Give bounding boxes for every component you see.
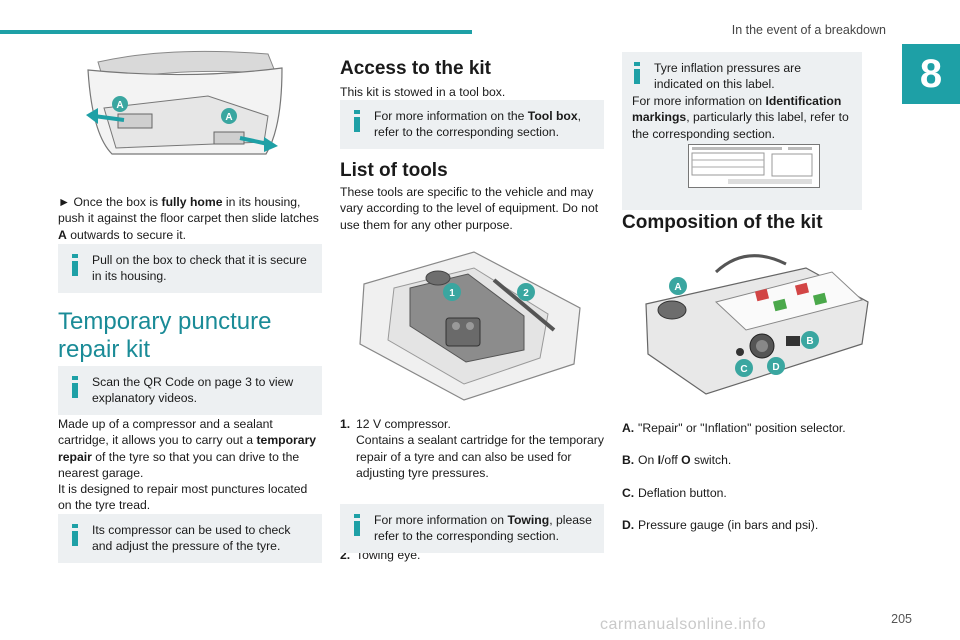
kit-description: Made up of a compressor and a sealant ca… bbox=[58, 417, 317, 481]
note-check-secure: Pull on the box to check that it is secu… bbox=[58, 244, 322, 293]
note-towing: For more information on Towing, please r… bbox=[340, 504, 604, 553]
label-1-circle bbox=[443, 283, 461, 301]
column-2: Access to the kit This kit is stowed in … bbox=[340, 0, 604, 562]
label-a-circle-left bbox=[112, 96, 128, 112]
label-b: B bbox=[806, 336, 813, 347]
info-icon bbox=[354, 514, 360, 536]
latch-instruction: ► Once the box is fully home in its hous… bbox=[58, 195, 319, 242]
compressor-kit-illustration: A B C D bbox=[645, 254, 869, 395]
tool-box-illustration: 1 2 bbox=[359, 251, 581, 401]
info-icon bbox=[72, 254, 78, 276]
label-2: 2 bbox=[523, 288, 529, 299]
label-1: 1 bbox=[449, 288, 455, 299]
label-a-circle bbox=[669, 277, 687, 295]
note-pressure-label: Tyre inflation pressures are indicated o… bbox=[622, 52, 862, 210]
composition-title: Composition of the kit bbox=[622, 212, 823, 233]
note-pressure-line: Tyre inflation pressures are indicated o… bbox=[654, 61, 801, 92]
note-compressor: Its compressor can be used to check and … bbox=[58, 514, 322, 563]
kit-item-a: A."Repair" or "Inflation" position selec… bbox=[622, 421, 846, 435]
header-accent-bar bbox=[0, 30, 472, 34]
access-title: Access to the kit bbox=[340, 58, 491, 79]
label-a-circle-right bbox=[221, 108, 237, 124]
label-a-right: A bbox=[225, 112, 232, 123]
info-icon bbox=[634, 62, 640, 84]
tool-box-latch-illustration: A A bbox=[86, 50, 283, 155]
label-a-left: A bbox=[116, 100, 123, 111]
note-qr-code: Scan the QR Code on page 3 to view expla… bbox=[58, 366, 322, 415]
note-tool-box: For more information on the Tool box, re… bbox=[340, 100, 604, 149]
label-c: C bbox=[740, 364, 747, 375]
label-a: A bbox=[674, 282, 681, 293]
label-d: D bbox=[772, 362, 779, 373]
kit-item-d: D.Pressure gauge (in bars and psi). bbox=[622, 518, 819, 533]
label-2-circle bbox=[517, 283, 535, 301]
tool-item-1: 1. 12 V compressor. Contains a sealant c… bbox=[340, 417, 604, 481]
kit-purpose: It is designed to repair most punctures … bbox=[58, 482, 308, 513]
info-icon bbox=[72, 524, 78, 546]
label-b-circle bbox=[801, 331, 819, 349]
section-header: In the event of a breakdown bbox=[731, 23, 886, 37]
kit-item-c: C.Deflation button. bbox=[622, 485, 727, 500]
tools-title: List of tools bbox=[340, 160, 448, 181]
info-icon bbox=[354, 110, 360, 132]
note-identification: For more information on Identification m… bbox=[632, 93, 849, 141]
page-number: 205 bbox=[891, 612, 912, 626]
tools-text: These tools are specific to the vehicle … bbox=[340, 185, 599, 232]
puncture-kit-title: Temporary puncture repair kit bbox=[58, 308, 272, 363]
watermark: carmanualsonline.info bbox=[600, 616, 767, 633]
column-3: Tyre inflation pressures are indicated o… bbox=[622, 0, 886, 532]
kit-item-b: B.On I/off O switch. bbox=[622, 453, 732, 468]
label-d-circle bbox=[767, 357, 785, 375]
access-text: This kit is stowed in a tool box. bbox=[340, 85, 506, 99]
tyre-pressure-label-illustration bbox=[688, 144, 820, 188]
info-icon bbox=[72, 376, 78, 398]
label-c-circle bbox=[735, 359, 753, 377]
chapter-number-tab: 8 bbox=[902, 44, 960, 104]
